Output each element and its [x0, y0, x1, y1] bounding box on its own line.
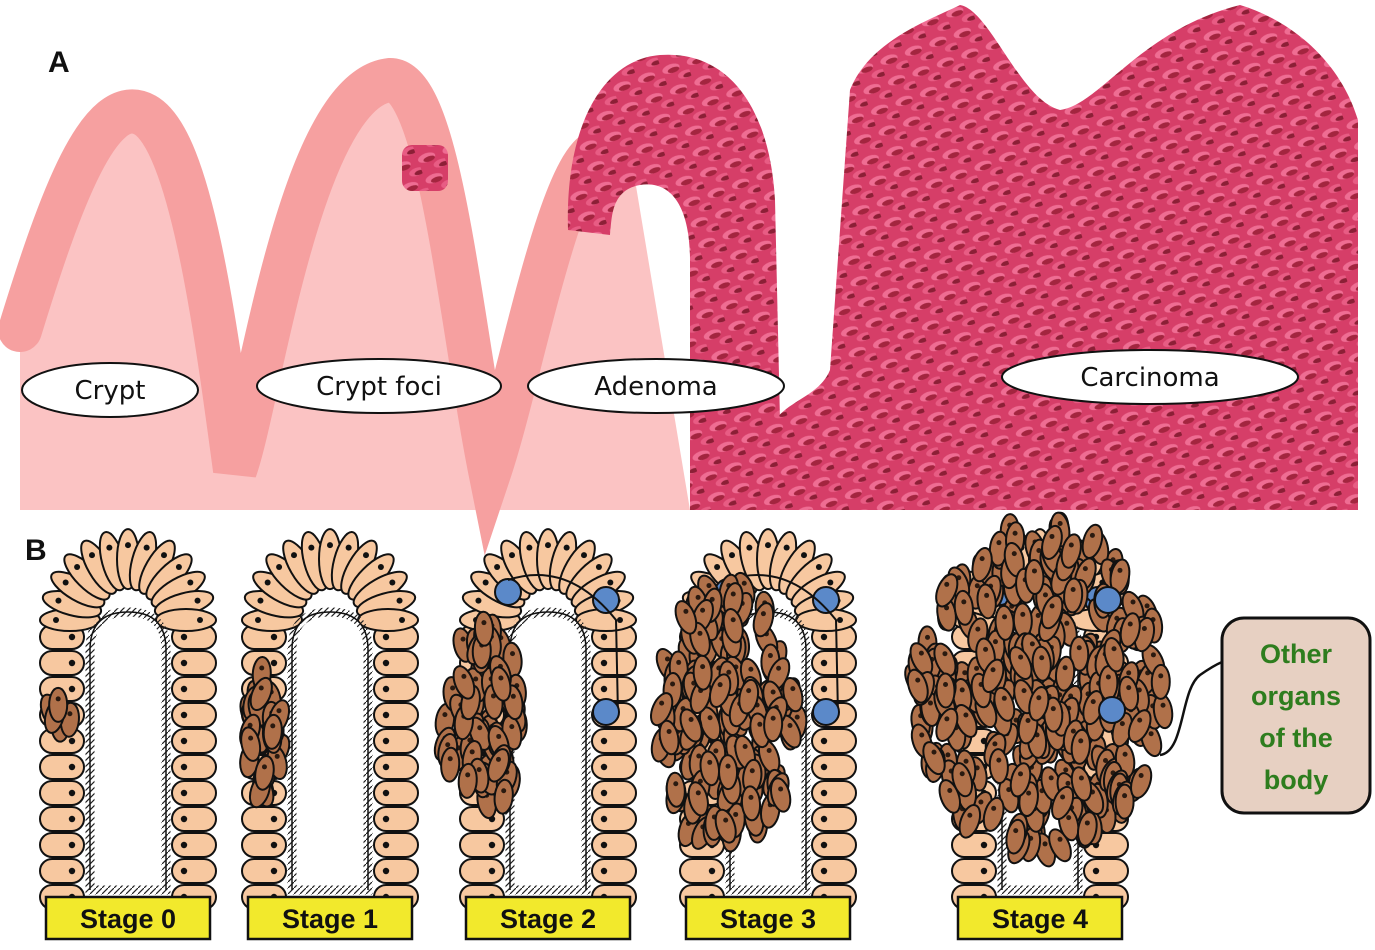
svg-text:Adenoma: Adenoma	[594, 372, 717, 402]
svg-text:Other: Other	[1260, 639, 1333, 669]
panel-b: B Stage 0 Stage 1 Stage 2 Stage 3 Stage 4 Ot…	[25, 511, 1372, 941]
invading-cell	[1098, 696, 1126, 724]
label-crypt: Crypt	[21, 362, 199, 418]
other-organs-box: Other organs of the body	[1220, 616, 1372, 815]
panel-label-b: B	[25, 534, 47, 567]
crypt-stage-2	[433, 528, 637, 910]
crypt-stage-0	[39, 528, 217, 910]
crypt-stage-1	[239, 528, 419, 910]
crypt-stage-4	[904, 511, 1174, 910]
invading-cell	[812, 586, 840, 614]
stage-label-4: Stage 4	[956, 895, 1124, 941]
invading-cell	[592, 698, 620, 726]
invading-cell	[1094, 586, 1122, 614]
carcinoma-mass	[690, 5, 1358, 510]
label-adenoma: Adenoma	[527, 358, 785, 414]
crypt-fold-outline	[0, 57, 622, 556]
svg-text:Stage 3: Stage 3	[720, 904, 816, 934]
invading-cell	[494, 578, 522, 606]
stage-label-2: Stage 2	[464, 895, 632, 941]
metastasis-connector	[1159, 660, 1223, 757]
panel-a: A Crypt Crypt foci Adenoma Carcinoma	[0, 5, 1358, 556]
svg-text:Stage 0: Stage 0	[80, 904, 176, 934]
svg-text:body: body	[1264, 765, 1329, 795]
svg-text:organs: organs	[1251, 681, 1341, 711]
invading-cell	[812, 698, 840, 726]
stage-labels: Stage 0 Stage 1 Stage 2 Stage 3 Stage 4	[44, 895, 1124, 941]
svg-text:Stage 2: Stage 2	[500, 904, 596, 934]
panel-label-a: A	[48, 46, 70, 79]
svg-text:Stage 4: Stage 4	[992, 904, 1088, 934]
label-crypt-foci: Crypt foci	[256, 358, 502, 414]
svg-text:Crypt foci: Crypt foci	[316, 372, 442, 402]
stage-label-0: Stage 0	[44, 895, 212, 941]
crypt-diagrams	[39, 511, 1174, 910]
svg-text:Carcinoma: Carcinoma	[1080, 363, 1219, 393]
stage-label-3: Stage 3	[684, 895, 852, 941]
invading-cell	[592, 586, 620, 614]
stage-label-1: Stage 1	[246, 895, 414, 941]
label-carcinoma: Carcinoma	[1001, 349, 1299, 405]
svg-text:Crypt: Crypt	[75, 376, 146, 406]
crypt-stage-3	[649, 528, 857, 910]
aberrant-crypt-focus	[402, 145, 448, 191]
svg-text:of the: of the	[1259, 723, 1333, 753]
svg-text:Stage 1: Stage 1	[282, 904, 378, 934]
